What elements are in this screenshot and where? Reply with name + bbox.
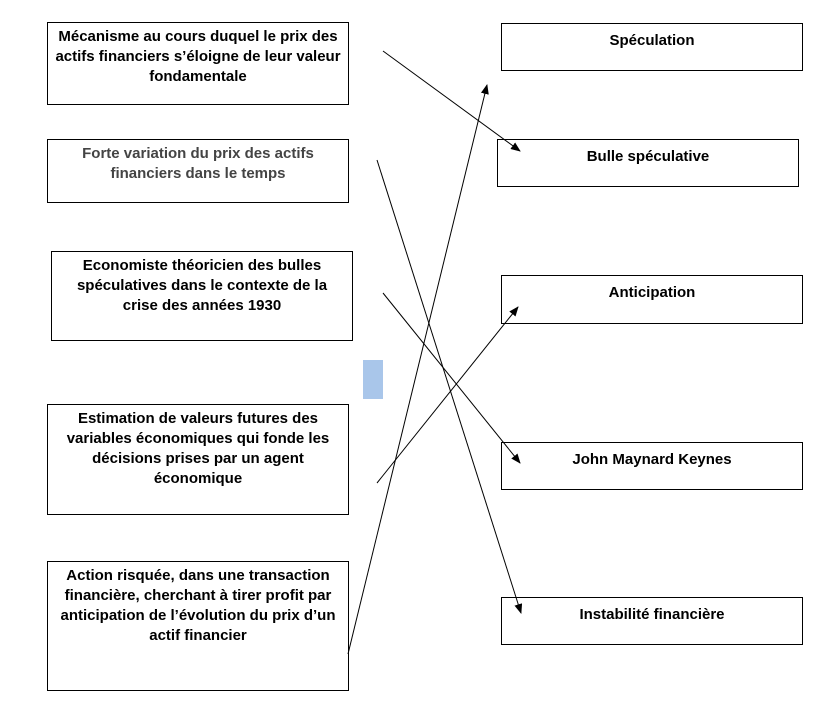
term-box-speculation: Spéculation — [501, 23, 803, 71]
definition-box-2: Forte variation du prix des actifs finan… — [47, 139, 349, 203]
connector-arrow-l1-r2 — [382, 50, 521, 152]
term-text-keynes: John Maynard Keynes — [572, 451, 732, 468]
definition-text-5: Action risquée, dans une transaction fin… — [60, 567, 336, 644]
definition-box-3: Economiste théoricien des bulles spécula… — [51, 251, 353, 341]
definition-text-4: Estimation de valeurs futures des variab… — [66, 410, 330, 487]
connector-arrow-l3-r4 — [382, 292, 521, 464]
definition-box-5: Action risquée, dans une transaction fin… — [47, 561, 349, 691]
definition-text-3: Economiste théoricien des bulles spécula… — [76, 257, 328, 314]
connector-arrow-l2-r5 — [376, 159, 523, 614]
selection-marker — [363, 360, 383, 399]
definition-text-2: Forte variation du prix des actifs finan… — [82, 145, 314, 182]
connector-arrow-l4-r3 — [376, 306, 519, 484]
term-box-keynes: John Maynard Keynes — [501, 442, 803, 490]
term-box-anticipation: Anticipation — [501, 275, 803, 324]
term-box-bulle-speculative: Bulle spéculative — [497, 139, 799, 187]
term-text-anticipation: Anticipation — [608, 284, 696, 301]
definition-box-4: Estimation de valeurs futures des variab… — [47, 404, 349, 515]
term-text-bulle-speculative: Bulle spéculative — [586, 148, 710, 165]
term-text-instabilite: Instabilité financière — [579, 606, 725, 623]
definition-text-1: Mécanisme au cours duquel le prix des ac… — [55, 28, 341, 85]
definition-box-1: Mécanisme au cours duquel le prix des ac… — [47, 22, 349, 105]
connector-arrow-l5-r1 — [347, 84, 489, 655]
term-text-speculation: Spéculation — [609, 32, 695, 49]
term-box-instabilite: Instabilité financière — [501, 597, 803, 645]
